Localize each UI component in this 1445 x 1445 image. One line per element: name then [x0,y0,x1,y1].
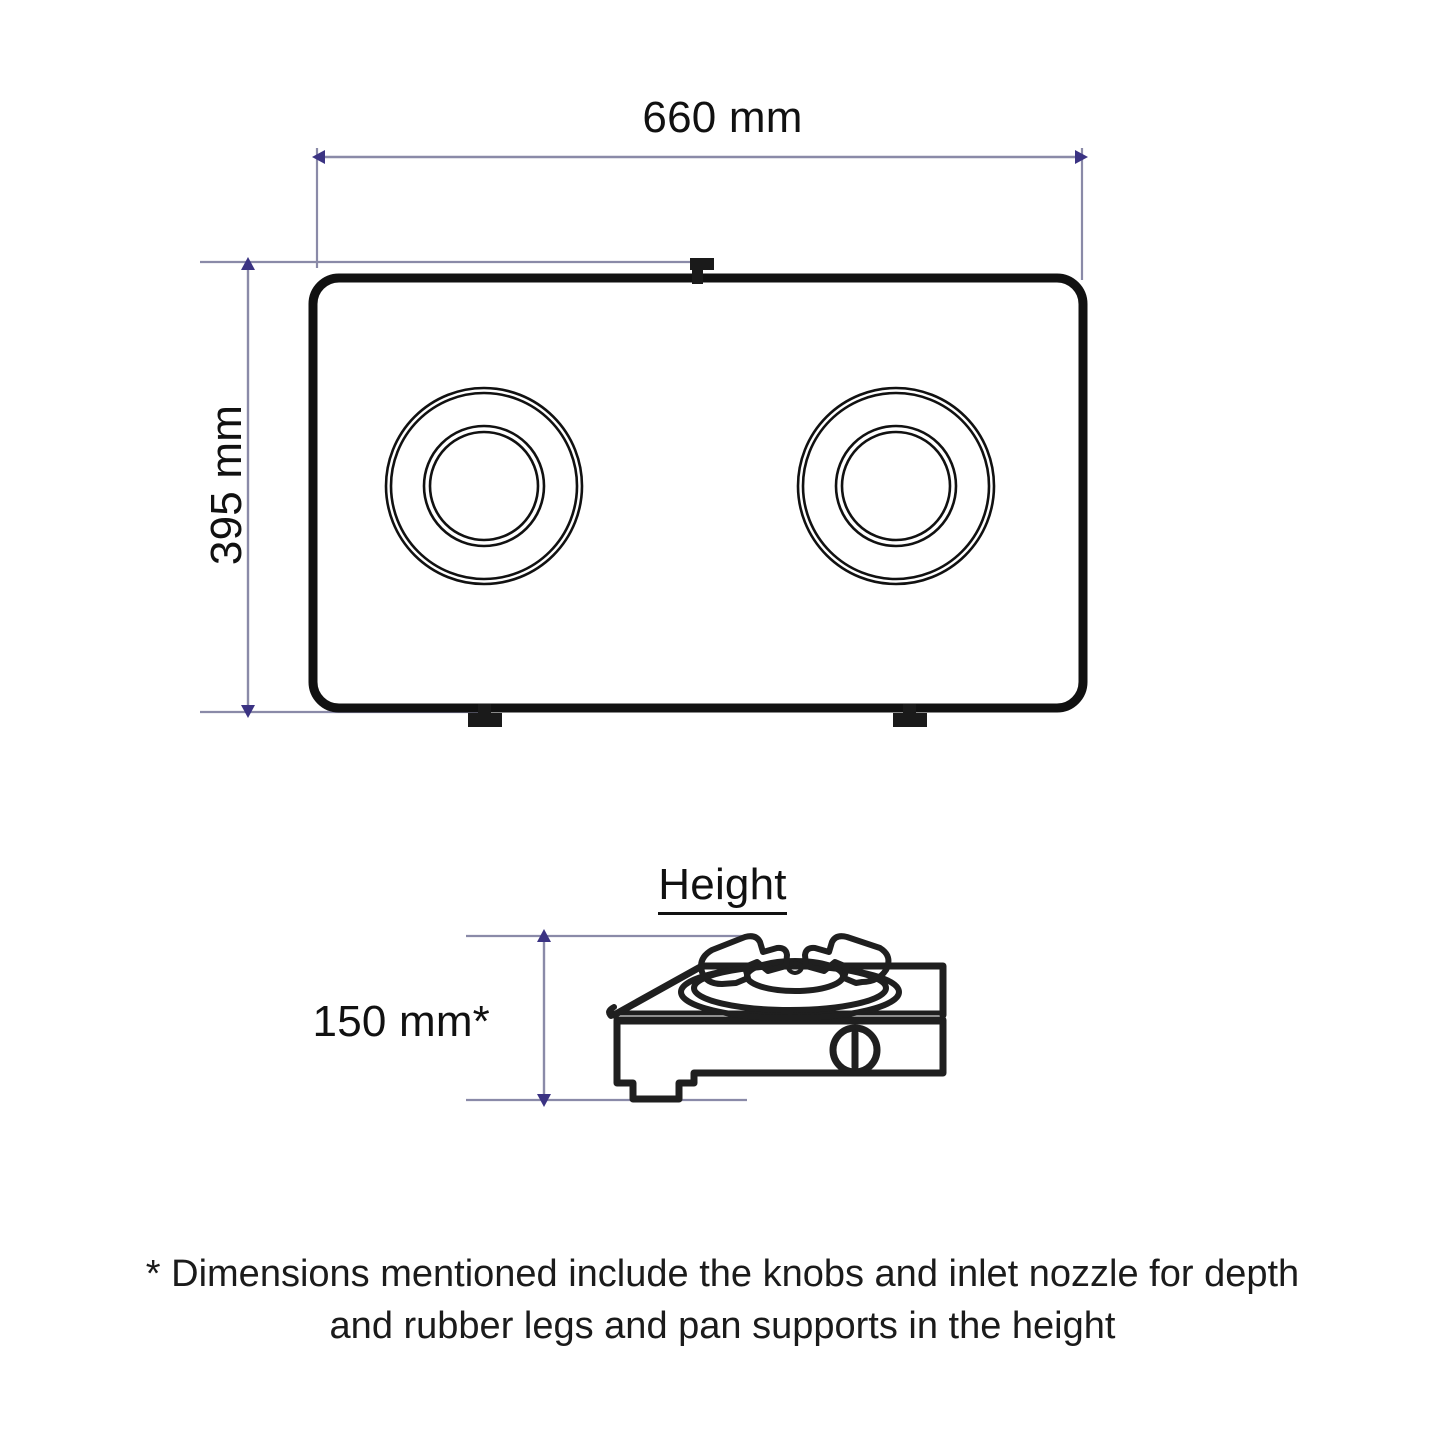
footnote-line-1: * Dimensions mentioned include the knobs… [145,1253,1300,1295]
burner-right [796,386,996,586]
burner-left [384,386,584,586]
burner-left-outer-ring-b [389,391,579,581]
burner-left-outer-ring-a [384,386,584,586]
stove-top-outline [308,273,1088,713]
footnote: * Dimensions mentioned include the knobs… [100,1248,1345,1353]
knob-right [893,704,927,727]
burner-cap-center [786,961,804,975]
burner-right-inner-ring-b [840,430,952,542]
burner-right-outer-ring-a [796,386,996,586]
burner-right-outer-ring-b [801,391,991,581]
knob-left [468,704,502,727]
pan-support-arm-left [698,933,790,987]
stove-body-front-face [613,1016,947,1103]
footnote-line-2: and rubber legs and pan supports in the … [329,1305,1116,1348]
height-section-heading-text: Height [658,860,787,915]
height-extension-lines [466,934,747,1102]
burner-right-inner-ring-a [834,424,958,548]
height-section-heading: Height [0,860,1445,915]
burner-left-inner-ring-a [422,424,546,548]
burner-left-inner-ring-b [428,430,540,542]
pan-support-arm-right [802,933,892,986]
depth-dimension-label: 395 mm [202,404,251,566]
height-dimension-label: 150 mm* [312,997,490,1046]
stove-side-illustration [606,933,947,1103]
width-dimension-label: 660 mm [642,93,803,142]
side-view-control-knob [829,1024,881,1076]
stove-deck-left-chamfer [606,1004,617,1019]
inlet-nozzle [690,258,714,284]
